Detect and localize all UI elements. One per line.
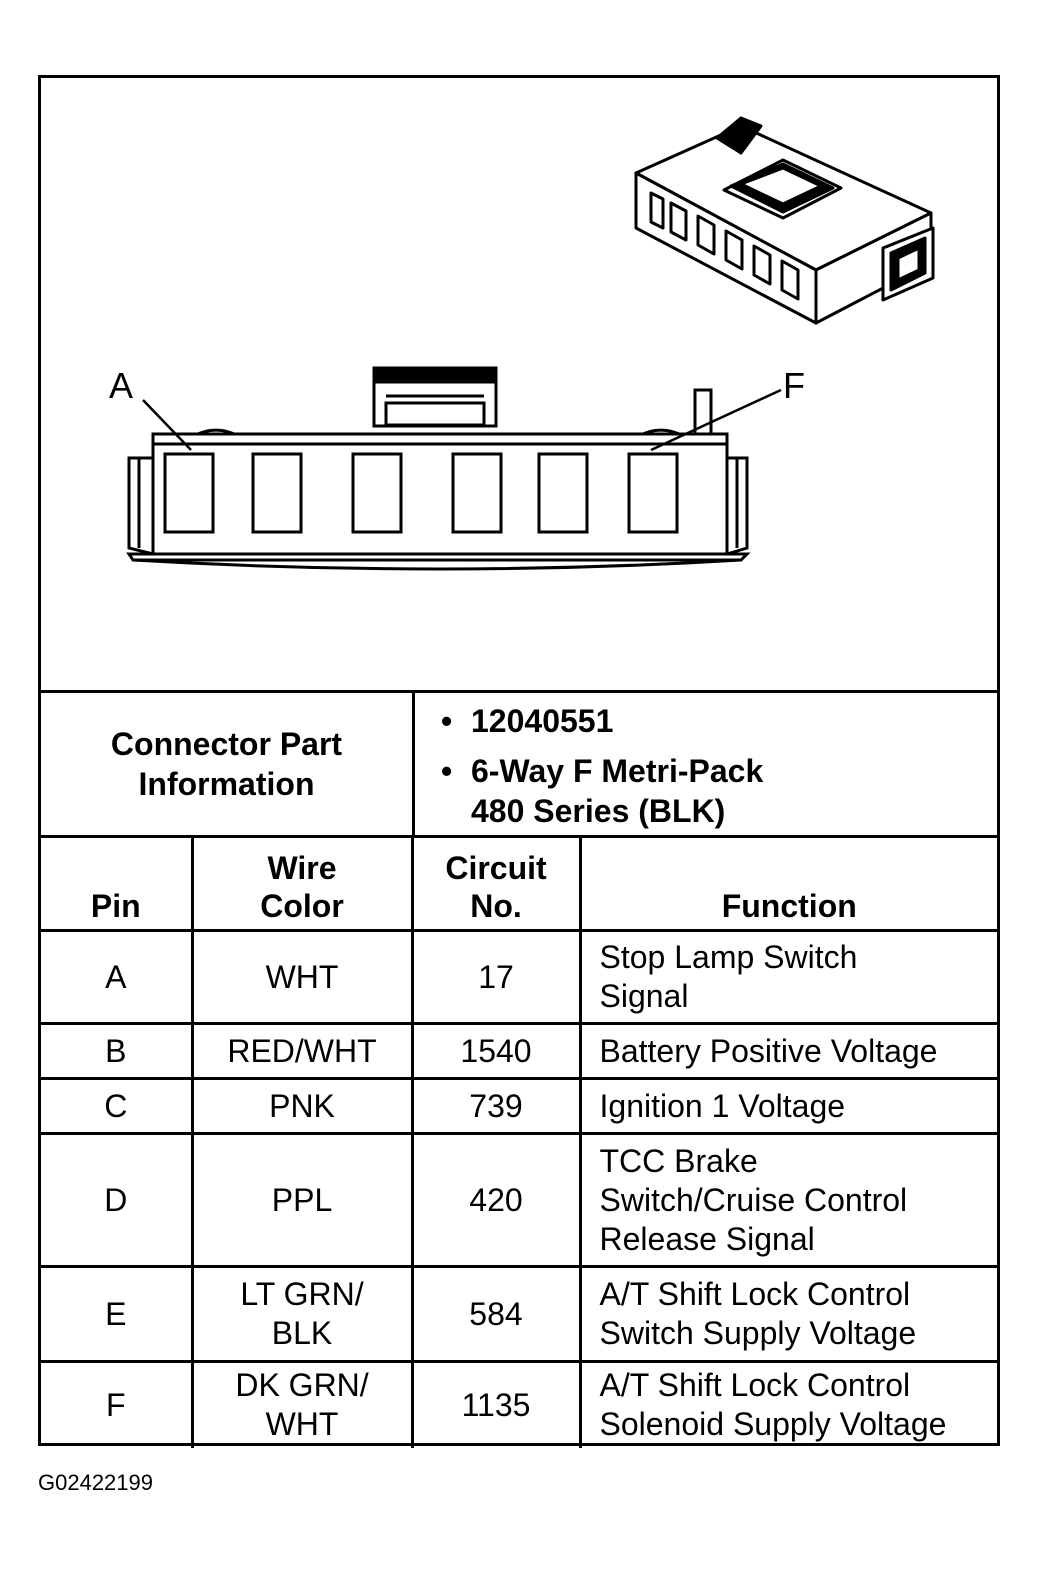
wire-color-cell: PNK (190, 1077, 414, 1135)
circuit-cell: 420 (410, 1132, 582, 1268)
pin-label-f: F (783, 365, 805, 406)
cavity-e (537, 452, 589, 534)
function-cell: Battery Positive Voltage (578, 1022, 997, 1080)
cavity-d (451, 452, 503, 534)
header-wire-color: Wire Color (190, 835, 414, 932)
pin-cell: C (41, 1077, 194, 1135)
function-cell: Ignition 1 Voltage (578, 1077, 997, 1135)
info-label-line1: Connector Part (110, 726, 343, 762)
connector-description-row: • 6-Way F Metri-Pack 480 Series (BLK) (441, 751, 764, 831)
wire-color-cell: LT GRN/BLK (190, 1265, 414, 1363)
leader-line-f (650, 388, 782, 452)
bullet-icon: • (441, 753, 453, 789)
pin-cell: F (41, 1360, 194, 1448)
table-row: C PNK 739 Ignition 1 Voltage (41, 1077, 997, 1135)
connector-part-info-values: • 12040551 • 6-Way F Metri-Pack 480 Seri… (415, 693, 997, 835)
connector-part-info-label: Connector Part Information (41, 693, 415, 835)
pin-cell: D (41, 1132, 194, 1268)
wire-color-cell: WHT (190, 929, 414, 1025)
table-row: B RED/WHT 1540 Battery Positive Voltage (41, 1022, 997, 1080)
wire-color-cell: PPL (190, 1132, 414, 1268)
wire-color-cell: DK GRN/WHT (190, 1360, 414, 1448)
part-number: 12040551 (471, 703, 614, 739)
header-function: Function (578, 835, 997, 932)
cavity-a (163, 452, 215, 534)
cavity-b (251, 452, 303, 534)
circuit-cell: 1540 (410, 1022, 582, 1080)
circuit-cell: 1135 (410, 1360, 582, 1448)
header-pin: Pin (41, 835, 194, 932)
bullet-icon: • (441, 703, 453, 739)
table-row: F DK GRN/WHT 1135 A/T Shift Lock Control… (41, 1360, 997, 1448)
circuit-cell: 584 (410, 1265, 582, 1363)
connector-illustration (126, 116, 935, 571)
header-circuit-no: Circuit No. (410, 835, 582, 932)
connector-drawing: A F (41, 78, 997, 690)
circuit-cell: 17 (410, 929, 582, 1025)
part-number-row: • 12040551 (441, 701, 614, 741)
leader-line-a (142, 399, 192, 451)
connector-3d-view (634, 116, 935, 325)
pin-cell: E (41, 1265, 194, 1363)
pinout-header-row: Pin Wire Color Circuit No. Function (41, 835, 997, 932)
pin-cell: B (41, 1022, 194, 1080)
circuit-cell: 739 (410, 1077, 582, 1135)
pin-cell: A (41, 929, 194, 1025)
pinout-table: Pin Wire Color Circuit No. Function A WH… (41, 835, 997, 1448)
cavity-f (627, 452, 679, 534)
info-label-line2: Information (138, 766, 315, 802)
figure-code: G02422199 (38, 1470, 153, 1495)
connector-diagram-frame: A F Connector Part Information • 1204055… (38, 75, 1000, 1448)
connector-description-line1: 6-Way F Metri-Pack (471, 753, 764, 789)
pin-label-a: A (109, 365, 134, 406)
connector-front-view (126, 366, 751, 571)
connector-description-line2: 480 Series (BLK) (471, 793, 726, 829)
wire-color-cell: RED/WHT (190, 1022, 414, 1080)
connector-part-info: Connector Part Information • 12040551 • … (41, 690, 997, 835)
cavity-c (351, 452, 403, 534)
